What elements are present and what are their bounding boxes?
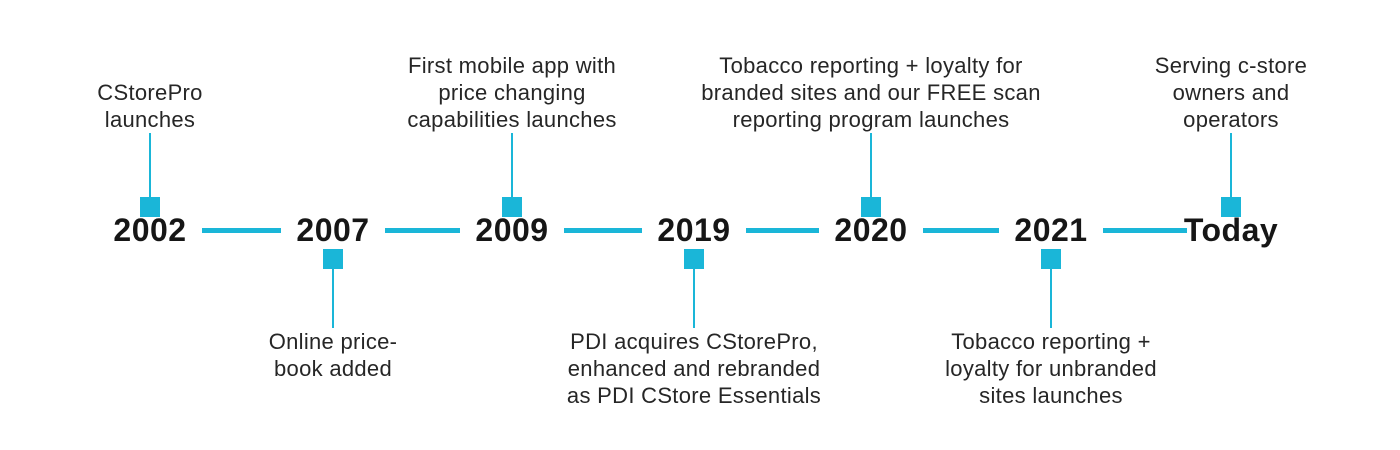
- milestone-marker-square: [140, 197, 160, 217]
- milestone-marker-square: [861, 197, 881, 217]
- timeline-segment: [923, 228, 999, 233]
- timeline-segment: [1103, 228, 1187, 233]
- milestone-description: Online price- book added: [268, 329, 398, 381]
- milestone-description: Tobacco reporting + loyalty for branded …: [701, 53, 1041, 132]
- year-label: 2021: [1014, 212, 1088, 248]
- milestone-connector-line: [149, 133, 151, 197]
- milestone-connector-line: [870, 133, 872, 197]
- milestone-connector-line: [693, 269, 695, 328]
- year-label: 2009: [475, 212, 549, 248]
- milestone-description: CStorePro launches: [97, 80, 203, 132]
- milestone-description: PDI acquires CStorePro, enhanced and reb…: [566, 329, 822, 408]
- year-label: Today: [1183, 212, 1279, 248]
- milestone-description: Tobacco reporting + loyalty for unbrande…: [945, 329, 1157, 408]
- year-label: 2019: [657, 212, 731, 248]
- milestone-marker-square: [684, 249, 704, 269]
- timeline-segment: [746, 228, 819, 233]
- milestone-description: Serving c-store owners and operators: [1154, 53, 1308, 132]
- year-label: 2020: [834, 212, 908, 248]
- year-label: 2007: [296, 212, 370, 248]
- milestone-marker-square: [502, 197, 522, 217]
- milestone-connector-line: [511, 133, 513, 197]
- milestone-marker-square: [323, 249, 343, 269]
- year-label: 2002: [113, 212, 187, 248]
- timeline-segment: [385, 228, 460, 233]
- timeline-segment: [564, 228, 642, 233]
- timeline-segment: [202, 228, 281, 233]
- milestone-connector-line: [1230, 133, 1232, 197]
- milestone-description: First mobile app with price changing cap…: [407, 53, 617, 132]
- milestone-marker-square: [1221, 197, 1241, 217]
- milestone-connector-line: [332, 269, 334, 328]
- milestone-connector-line: [1050, 269, 1052, 328]
- milestone-marker-square: [1041, 249, 1061, 269]
